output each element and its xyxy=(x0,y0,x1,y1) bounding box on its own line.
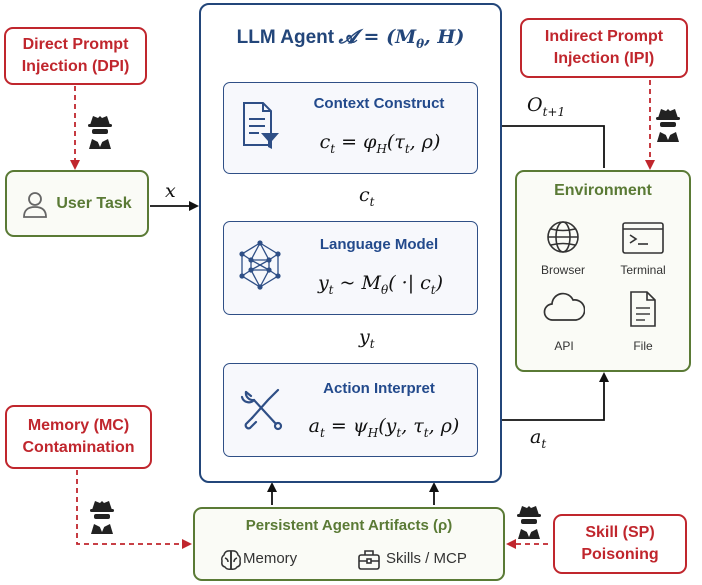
observation-arrow xyxy=(476,121,605,168)
user-task-label: User Task xyxy=(56,194,132,212)
environment-box: Environment Browser Terminal API File xyxy=(515,170,691,372)
artifact-skills-label: Skills / MCP xyxy=(386,550,467,567)
terminal-icon xyxy=(622,222,664,254)
language-model-module: Language Model yt ~ Mθ( ·| ct) xyxy=(223,221,478,315)
tools-icon xyxy=(240,388,283,431)
context-construct-formula: ct = φH(τt, ρ) xyxy=(319,131,441,156)
agent-title-formula: 𝓐 = (Mθ, H) xyxy=(338,26,465,51)
action-interpret-formula: at = ψH(yt, τt, ρ) xyxy=(308,415,460,440)
env-item-api: API xyxy=(554,339,574,353)
mc-line2: Contamination xyxy=(22,439,135,456)
at-label: at xyxy=(530,426,547,451)
cloud-icon xyxy=(543,292,585,321)
agent-title: LLM Agent 𝓐 = (Mθ, H) xyxy=(199,26,502,51)
env-item-file: File xyxy=(633,339,653,353)
mc-line1: Memory (MC) xyxy=(27,417,130,434)
language-model-title: Language Model xyxy=(319,236,439,253)
ipi-box: Indirect Prompt Injection (IPI) xyxy=(520,18,688,78)
neural-network-icon xyxy=(239,240,281,290)
mc-box: Memory (MC) Contamination xyxy=(5,405,152,469)
ot1-label: Ot+1 xyxy=(527,94,566,119)
dpi-line1: Direct Prompt xyxy=(22,36,129,53)
toolbox-icon xyxy=(358,550,380,570)
env-item-terminal: Terminal xyxy=(620,263,666,277)
sp-box: Skill (SP) Poisoning xyxy=(553,514,687,574)
mc-attack-arrow xyxy=(76,470,192,549)
context-construct-title: Context Construct xyxy=(313,95,445,112)
action-to-env-arrow xyxy=(476,372,609,421)
attacker-icon xyxy=(517,506,541,539)
ipi-line2: Injection (IPI) xyxy=(553,50,655,67)
brain-icon xyxy=(221,550,241,570)
env-item-browser: Browser xyxy=(540,263,585,277)
dpi-box: Direct Prompt Injection (DPI) xyxy=(4,27,147,85)
context-construct-module: Context Construct ct = φH(τt, ρ) xyxy=(223,82,478,174)
user-task-box: User Task xyxy=(5,170,149,237)
x-label: x xyxy=(165,180,176,202)
attacker-icon xyxy=(88,116,112,149)
yt-label: yt xyxy=(359,326,375,351)
document-filter-icon xyxy=(243,102,279,149)
attacker-icon xyxy=(90,501,114,534)
ipi-line1: Indirect Prompt xyxy=(544,28,664,45)
artifacts-title: Persistent Agent Artifacts (ρ) xyxy=(245,517,453,534)
x-label-text: x xyxy=(165,180,176,202)
environment-title: Environment xyxy=(554,182,652,199)
file-icon xyxy=(630,291,656,327)
attacker-icon xyxy=(656,109,680,142)
action-interpret-title: Action Interpret xyxy=(323,380,435,397)
dpi-line2: Injection (DPI) xyxy=(21,58,130,75)
persistent-artifacts-box: Persistent Agent Artifacts (ρ) Memory Sk… xyxy=(193,507,505,581)
user-icon xyxy=(23,191,48,218)
globe-icon xyxy=(547,221,579,253)
agent-title-text: LLM Agent xyxy=(236,27,335,48)
sp-line2: Poisoning xyxy=(581,546,659,563)
ct-label: ct xyxy=(359,184,375,209)
action-interpret-module: Action Interpret at = ψH(yt, τt, ρ) xyxy=(223,363,478,457)
artifact-memory-label: Memory xyxy=(243,550,298,567)
sp-line1: Skill (SP) xyxy=(585,524,655,541)
language-model-formula: yt ~ Mθ( ·| ct) xyxy=(317,272,444,297)
